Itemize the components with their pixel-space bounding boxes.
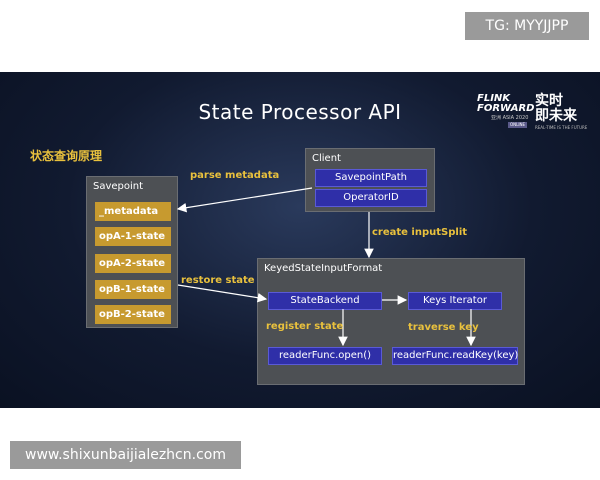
state-backend-box: StateBackend (268, 292, 382, 310)
logo-forward-text: FORWARD (477, 103, 535, 114)
keyed-title: KeyedStateInputFormat (264, 263, 383, 274)
savepoint-panel: Savepoint _metadata opA-1-state opA-2-st… (86, 176, 178, 328)
keys-iterator-box: Keys Iterator (408, 292, 502, 310)
section-title: 状态查询原理 (30, 149, 103, 163)
logo-flink-text: FLINK (477, 93, 511, 104)
footer-url: www.shixunbaijialezhcn.com (10, 441, 241, 469)
label-traverse-key: traverse key (408, 322, 479, 333)
keyed-state-input-format-panel: KeyedStateInputFormat StateBackend Keys … (257, 258, 525, 385)
label-create-input-split: create inputSplit (372, 227, 468, 238)
logo-asia-text: 亚洲 ASIA 2020 (491, 115, 529, 121)
arrow-restore-state (177, 284, 268, 303)
client-panel: Client SavepointPath OperatorID (305, 148, 435, 212)
client-title: Client (312, 153, 341, 164)
savepoint-item-opb2: opB-2-state (95, 305, 171, 324)
logo-cn-line1: 实时 (535, 93, 563, 109)
logo-online-badge: ONLINE (508, 122, 528, 128)
reader-func-open-box: readerFunc.open() (268, 347, 382, 365)
operator-id-box: OperatorID (315, 189, 427, 207)
savepoint-item-opa2: opA-2-state (95, 254, 171, 273)
logo-subtitle: REAL-TIME IS THE FUTURE (535, 125, 588, 130)
savepoint-item-opa1: opA-1-state (95, 227, 171, 246)
arrow-parse-metadata (176, 187, 313, 213)
slide-title: State Processor API (198, 100, 402, 124)
logo-cn-line2: 即未来 (535, 108, 577, 124)
savepoint-title: Savepoint (93, 181, 144, 192)
savepoint-item-opb1: opB-1-state (95, 280, 171, 299)
watermark-tag: TG: MYYJJPP (465, 12, 589, 40)
reader-func-read-key-box: readerFunc.readKey(key) (392, 347, 518, 365)
label-restore-state: restore state (181, 275, 255, 286)
label-parse-metadata: parse metadata (190, 170, 280, 181)
savepoint-path-box: SavepointPath (315, 169, 427, 187)
diagram-arrows (176, 187, 476, 347)
diagram-slide: State Processor API FLINK FORWARD 亚洲 ASI… (0, 72, 600, 408)
flink-forward-logo: FLINK FORWARD 亚洲 ASIA 2020 ONLINE 实时 即未来… (477, 94, 587, 132)
label-register-state: register state (266, 321, 344, 332)
savepoint-item-metadata: _metadata (95, 202, 171, 221)
